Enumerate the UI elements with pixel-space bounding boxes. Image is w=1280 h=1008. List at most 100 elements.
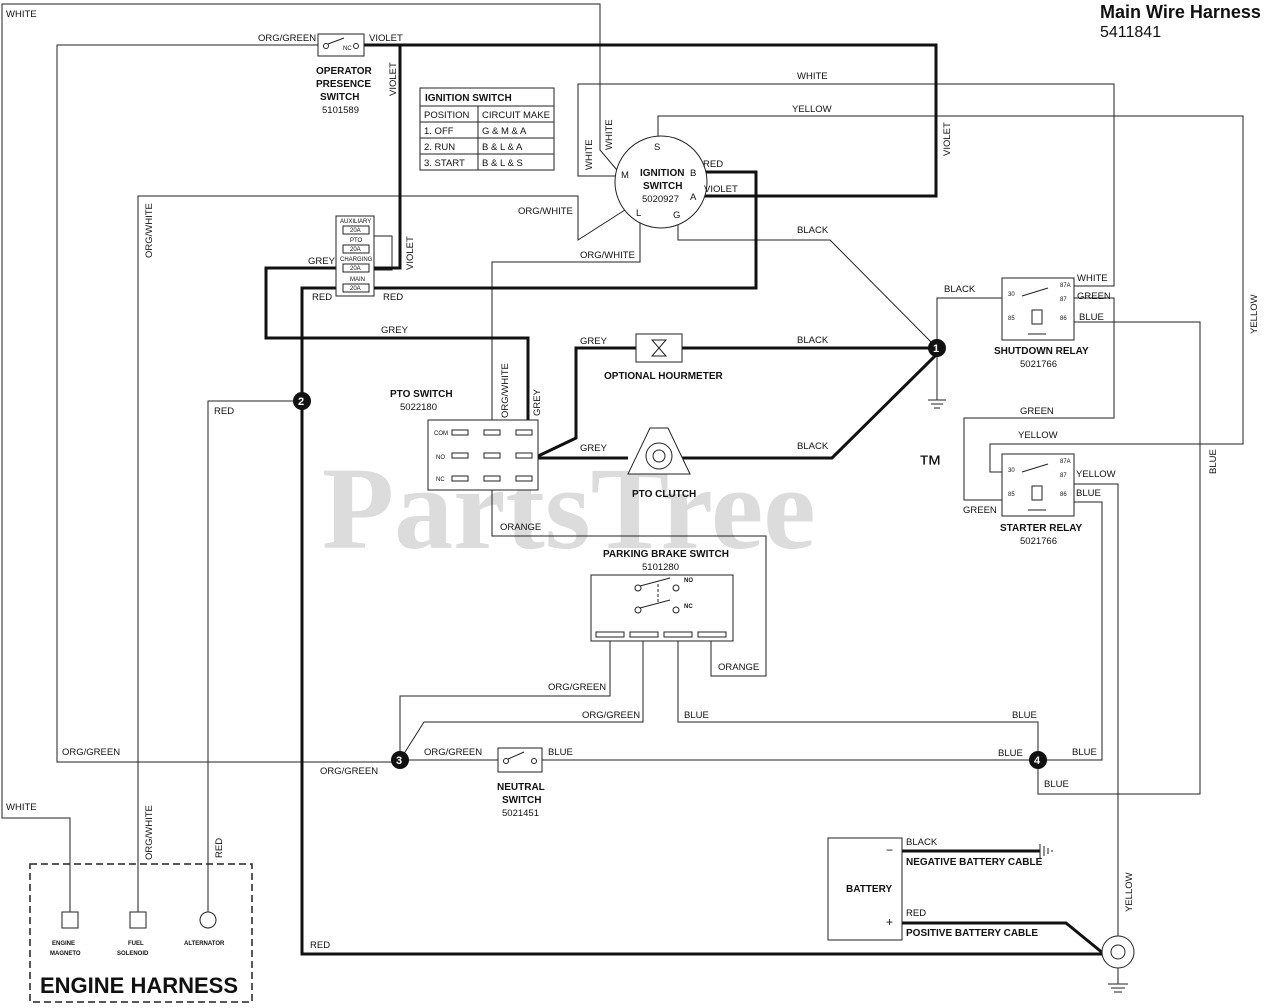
wire-label: VIOLET: [405, 236, 416, 270]
ign-terminal-a: A: [690, 192, 697, 203]
wire-label: WHITE: [6, 9, 37, 20]
pb-nc-label: NC: [684, 604, 693, 610]
ground-icon: [928, 399, 946, 409]
pb-no-label: NO: [684, 578, 693, 584]
wire-label: ORG/GREEN: [548, 682, 606, 693]
relay-pin-85: 85: [1008, 316, 1015, 322]
ign-row-make: G & M & A: [482, 126, 527, 137]
wire-label: ORG/WHITE: [500, 363, 511, 418]
ign-terminal-g: G: [673, 210, 680, 221]
fuel-solenoid-label-1: FUEL: [128, 941, 144, 947]
shutdown-relay-part: 5021766: [1020, 359, 1057, 370]
ground-icon: [1108, 983, 1128, 993]
wire-label: YELLOW: [1249, 294, 1260, 334]
alternator-label: ALTERNATOR: [184, 941, 225, 947]
parking-brake-label: PARKING BRAKE SWITCH: [603, 549, 729, 560]
ign-row-position: 1. OFF: [424, 126, 454, 137]
wire-label: ORG/WHITE: [144, 805, 155, 860]
wire-label: GREEN: [963, 505, 997, 516]
starter-relay-label: STARTER RELAY: [1000, 523, 1083, 534]
node-3-label: 3: [396, 755, 402, 767]
wire-label: RED: [906, 908, 926, 919]
pto-switch-part: 5022180: [400, 402, 437, 413]
wire-label: WHITE: [6, 802, 37, 813]
ops-label-3: SWITCH: [320, 92, 359, 103]
wire-label: RED: [312, 292, 332, 303]
wire-label: BLUE: [1012, 710, 1037, 721]
wire-label: ORG/WHITE: [580, 250, 635, 261]
wire-label: VIOLET: [388, 62, 399, 96]
diagram-title: Main Wire Harness: [1100, 2, 1261, 22]
wire-label: RED: [214, 838, 225, 858]
engine-harness: ENGINE MAGNETO FUEL SOLENOID ALTERNATOR …: [29, 863, 253, 1003]
ign-label-1: IGNITION: [640, 168, 684, 179]
neutral-label-1: NEUTRAL: [497, 782, 545, 793]
wire-label: BLACK: [944, 284, 976, 295]
wire-label: ORG/WHITE: [518, 206, 573, 217]
shutdown-relay: 30 87A 87 85 86: [1001, 277, 1075, 341]
fuse-rating: 20A: [350, 266, 361, 272]
junction-node-2: 2: [293, 392, 311, 410]
engine-magneto-label-1: ENGINE: [52, 941, 75, 947]
heavy-wires: [264, 43, 1105, 956]
wire-label: BLACK: [797, 225, 829, 236]
ops-nc-label: NC: [343, 46, 352, 52]
wire-label: BLACK: [906, 837, 938, 848]
parking-brake-part: 5101280: [642, 562, 679, 573]
ign-part: 5020927: [642, 194, 679, 205]
wire-label: WHITE: [1077, 273, 1108, 284]
ign-table-col1: POSITION: [424, 110, 470, 121]
fuse-label: AUXILIARY: [340, 219, 371, 225]
wire-label: ORANGE: [718, 662, 759, 673]
wire-label: GREY: [532, 388, 543, 416]
ign-table-title: IGNITION SWITCH: [425, 93, 512, 104]
starter-motor: [1101, 935, 1135, 984]
wire-label: BLUE: [998, 748, 1023, 759]
battery-plus: +: [886, 915, 893, 929]
node-4-label: 4: [1034, 755, 1041, 767]
operator-presence-switch: NC: [317, 33, 365, 57]
pto-switch-label: PTO SWITCH: [390, 389, 453, 400]
ign-terminal-m: M: [621, 170, 629, 181]
wire-label: BLACK: [797, 441, 829, 452]
ign-row-position: 2. RUN: [424, 142, 455, 153]
parking-brake-switch: NO NC: [590, 574, 734, 642]
ops-label-2: PRESENCE: [316, 79, 371, 90]
wire-label: YELLOW: [1124, 872, 1135, 912]
relay-pin-86: 86: [1060, 492, 1067, 498]
ign-row-make: B & L & S: [482, 158, 523, 169]
wire-label: BLUE: [548, 747, 573, 758]
junction-node-3: 3: [391, 751, 409, 769]
watermark-tm: ™: [918, 451, 942, 478]
starter-relay-part: 5021766: [1020, 536, 1057, 547]
pto-no-label: NO: [436, 455, 445, 461]
wire-label: VIOLET: [704, 184, 738, 195]
pto-com-label: COM: [434, 431, 448, 437]
neutral-switch: [497, 747, 543, 773]
wire-label: GREY: [308, 256, 336, 267]
wire-labels: WHITE ORG/GREEN VIOLET VIOLET WHITE YELL…: [6, 9, 1260, 951]
ops-part: 5101589: [322, 105, 359, 116]
pto-nc-label: NC: [436, 477, 445, 483]
ign-terminal-b: B: [690, 168, 696, 179]
wire-label: WHITE: [604, 119, 615, 150]
engine-harness-title: ENGINE HARNESS: [40, 973, 238, 998]
fuse-rating: 20A: [350, 286, 361, 292]
wire-label: WHITE: [797, 71, 828, 82]
watermark: PartsTree: [322, 443, 816, 574]
pto-clutch-label: PTO CLUTCH: [632, 489, 696, 500]
thin-wires: [1, 3, 1244, 940]
wire-label: BLUE: [1079, 312, 1104, 323]
ground-icon: [1039, 844, 1053, 858]
ign-row-position: 3. START: [424, 158, 465, 169]
wire-label: GREY: [381, 325, 409, 336]
wire-label: RED: [383, 292, 403, 303]
fuse-block: AUXILIARY 20A PTO 20A CHARGING 20A MAIN …: [335, 215, 375, 297]
node-1-label: 1: [933, 343, 939, 355]
relay-pin-87: 87: [1060, 297, 1067, 303]
junction-node-1: 1: [928, 339, 946, 357]
wire-label: GREY: [580, 443, 608, 454]
wire-label: ORG/GREEN: [582, 710, 640, 721]
wire-label: VIOLET: [369, 33, 403, 44]
